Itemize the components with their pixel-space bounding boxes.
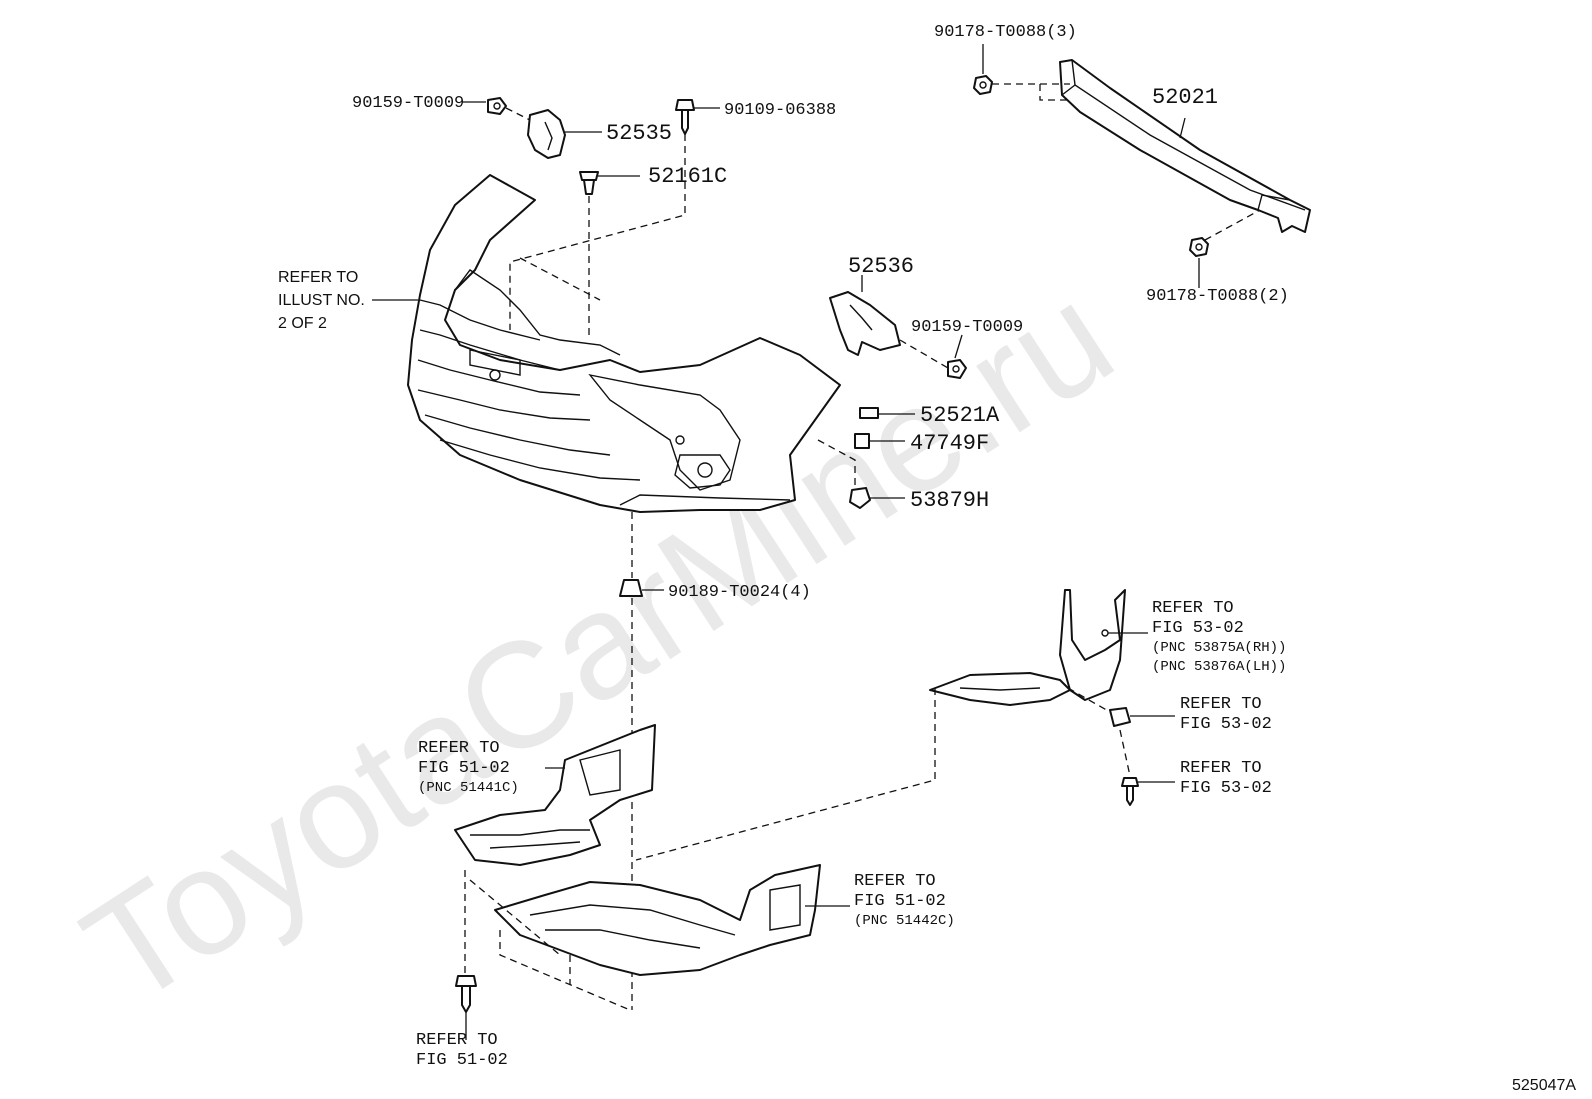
clip-53-02[interactable] bbox=[1109, 707, 1131, 727]
retainer-53879H[interactable] bbox=[849, 487, 871, 509]
engine-under-cover-center[interactable] bbox=[494, 864, 821, 976]
bolt-51-02[interactable] bbox=[455, 975, 477, 1013]
diagram-id: 525047A bbox=[1512, 1077, 1576, 1094]
svg-text:FIG 51-02: FIG 51-02 bbox=[416, 1051, 508, 1070]
svg-text:FIG 53-02: FIG 53-02 bbox=[1180, 779, 1272, 798]
fender-liner-right[interactable] bbox=[1059, 589, 1126, 701]
nut-47749F[interactable] bbox=[854, 433, 870, 449]
label-90159-T0009-top: 90159-T0009 bbox=[352, 94, 464, 113]
clip-52521A[interactable] bbox=[859, 407, 879, 419]
svg-text:(PNC 53875A(RH)): (PNC 53875A(RH)) bbox=[1152, 640, 1286, 656]
svg-text:REFER TO: REFER TO bbox=[1152, 599, 1234, 618]
nut-90178-lower[interactable] bbox=[1189, 237, 1209, 257]
bracket-52535[interactable] bbox=[527, 109, 566, 159]
label-90178-T0088-3: 90178-T0088(3) bbox=[934, 23, 1077, 42]
label-90109-06388: 90109-06388 bbox=[724, 101, 836, 120]
ref-illust-2-of-2: REFER TO ILLUST NO. 2 OF 2 bbox=[278, 269, 365, 332]
ref-fig-51-02-left: REFER TO FIG 51-02 (PNC 51441C) bbox=[418, 739, 519, 796]
bolt-90159-upper[interactable] bbox=[487, 97, 507, 115]
ref-fig-53-02-clip: REFER TO FIG 53-02 bbox=[1180, 695, 1272, 734]
svg-text:REFER TO: REFER TO bbox=[854, 872, 936, 891]
svg-text:(PNC 51441C): (PNC 51441C) bbox=[418, 780, 519, 796]
svg-text:FIG 53-02: FIG 53-02 bbox=[1152, 619, 1244, 638]
svg-text:2 OF 2: 2 OF 2 bbox=[278, 315, 327, 332]
bolt-53-02[interactable] bbox=[1121, 777, 1139, 806]
label-53879H: 53879H bbox=[910, 488, 989, 513]
label-52535: 52535 bbox=[606, 121, 672, 146]
front-bumper-cover[interactable] bbox=[372, 174, 841, 513]
svg-text:FIG 51-02: FIG 51-02 bbox=[418, 759, 510, 778]
label-52521A: 52521A bbox=[920, 403, 1000, 428]
svg-text:(PNC 53876A(LH)): (PNC 53876A(LH)) bbox=[1152, 659, 1286, 675]
ref-fig-53-02-bolt: REFER TO FIG 53-02 bbox=[1180, 759, 1272, 798]
label-52021: 52021 bbox=[1152, 85, 1218, 110]
svg-text:(PNC 51442C): (PNC 51442C) bbox=[854, 913, 955, 929]
label-90159-T0009-right: 90159-T0009 bbox=[911, 318, 1023, 337]
svg-text:REFER TO: REFER TO bbox=[1180, 695, 1262, 714]
ref-fig-53-02-liner: REFER TO FIG 53-02 (PNC 53875A(RH)) (PNC… bbox=[1152, 599, 1286, 675]
screw-90109[interactable] bbox=[675, 99, 695, 135]
svg-text:REFER TO: REFER TO bbox=[418, 739, 500, 758]
svg-text:REFER TO: REFER TO bbox=[1180, 759, 1262, 778]
label-47749F: 47749F bbox=[910, 431, 989, 456]
bumper-reinforcement-52021[interactable] bbox=[1059, 59, 1311, 233]
svg-text:FIG 51-02: FIG 51-02 bbox=[854, 892, 946, 911]
bracket-52536[interactable] bbox=[829, 291, 901, 356]
label-52161C: 52161C bbox=[648, 164, 727, 189]
bolt-90159-right[interactable] bbox=[947, 359, 967, 379]
svg-text:REFER TO: REFER TO bbox=[416, 1031, 498, 1050]
label-90178-T0088-2: 90178-T0088(2) bbox=[1146, 287, 1289, 306]
clip-52161C[interactable] bbox=[579, 171, 599, 195]
engine-under-cover-left[interactable] bbox=[454, 724, 656, 866]
label-90189-T0024-4: 90189-T0024(4) bbox=[668, 583, 811, 602]
svg-text:ILLUST NO.: ILLUST NO. bbox=[278, 292, 365, 309]
ref-fig-51-02-center: REFER TO FIG 51-02 (PNC 51442C) bbox=[854, 872, 955, 929]
ref-fig-51-02-bolt: REFER TO FIG 51-02 bbox=[416, 1031, 508, 1070]
label-52536: 52536 bbox=[848, 254, 914, 279]
clip-90189[interactable] bbox=[619, 579, 643, 597]
svg-text:FIG 53-02: FIG 53-02 bbox=[1180, 715, 1272, 734]
svg-text:REFER TO: REFER TO bbox=[278, 269, 358, 286]
engine-under-cover-side-right[interactable] bbox=[929, 672, 1071, 706]
nut-90178-upper[interactable] bbox=[973, 75, 993, 95]
